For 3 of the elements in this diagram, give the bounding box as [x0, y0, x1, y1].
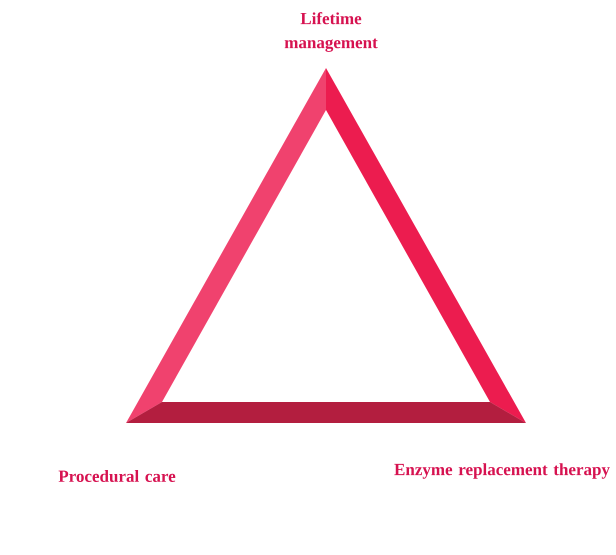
vertex-label: Enzyme replacement therapy: [394, 463, 610, 479]
vertex-label: Lifetime management: [284, 12, 378, 52]
vertex-label: Procedural care: [58, 470, 176, 482]
